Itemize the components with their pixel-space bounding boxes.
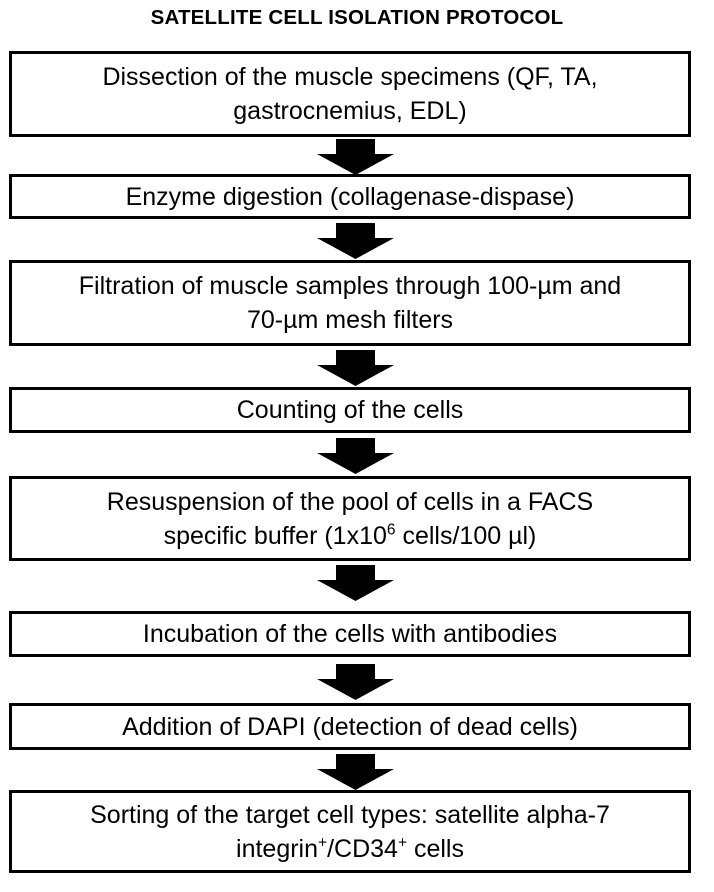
flow-node-line: gastrocnemius, EDL) <box>233 97 467 125</box>
flow-node-label: Incubation of the cells with antibodies <box>12 617 688 651</box>
page-title: SATELLITE CELL ISOLATION PROTOCOL <box>150 6 564 29</box>
down-arrow-icon <box>317 350 394 386</box>
flow-node-line-mid: /CD34 <box>327 834 398 863</box>
flow-node-line-post: cells <box>407 834 464 863</box>
down-arrow-icon <box>317 565 394 601</box>
flow-node-counting: Counting of the cells <box>9 387 691 433</box>
flow-node-enzyme-digestion: Enzyme digestion (collagenase-dispase) <box>9 174 691 219</box>
flow-node-line: specific buffer (1x106 cells/100 µl) <box>164 522 537 550</box>
flow-node-line: Addition of DAPI (detection of dead cell… <box>122 712 578 741</box>
flow-node-line: Sorting of the target cell types: satell… <box>90 800 610 829</box>
flow-node-line: integrin+/CD34+ cells <box>236 835 464 863</box>
superscript-plus: + <box>397 834 408 852</box>
flow-node-label: Addition of DAPI (detection of dead cell… <box>12 710 688 744</box>
flow-node-line: Filtration of muscle samples through 100… <box>78 272 622 300</box>
flow-node-sorting: Sorting of the target cell types: satell… <box>9 790 691 873</box>
superscript-exponent: 6 <box>386 521 396 539</box>
flow-node-line: Counting of the cells <box>236 396 464 424</box>
flow-node-line: Incubation of the cells with antibodies <box>142 620 558 648</box>
flow-node-line: Resuspension of the pool of cells in a F… <box>106 487 594 516</box>
flow-node-label: Sorting of the target cell types: satell… <box>12 798 688 866</box>
flow-node-label: Counting of the cells <box>12 393 688 427</box>
flow-node-label: Resuspension of the pool of cells in a F… <box>12 485 688 553</box>
flow-node-line-pre: integrin <box>236 834 319 863</box>
flow-node-resuspension: Resuspension of the pool of cells in a F… <box>9 476 691 561</box>
flow-node-line-pre: specific buffer (1x10 <box>163 521 387 550</box>
flow-node-label: Dissection of the muscle specimens (QF, … <box>12 60 688 128</box>
down-arrow-icon <box>317 139 394 175</box>
flow-node-dissection: Dissection of the muscle specimens (QF, … <box>9 51 691 137</box>
superscript-plus: + <box>318 834 328 852</box>
down-arrow-icon <box>317 754 394 790</box>
flow-node-line: Dissection of the muscle specimens (QF, … <box>102 63 598 91</box>
flow-node-label: Enzyme digestion (collagenase-dispase) <box>12 180 688 214</box>
flow-node-label: Filtration of muscle samples through 100… <box>12 269 688 337</box>
down-arrow-icon <box>317 438 394 474</box>
flow-node-line: Enzyme digestion (collagenase-dispase) <box>125 182 575 211</box>
flow-node-line: 70-µm mesh filters <box>246 306 454 334</box>
flow-node-incubation: Incubation of the cells with antibodies <box>9 611 691 657</box>
flow-node-line-post: cells/100 µl) <box>395 521 537 550</box>
flow-node-filtration: Filtration of muscle samples through 100… <box>9 260 691 346</box>
down-arrow-icon <box>317 223 394 259</box>
down-arrow-icon <box>317 664 394 700</box>
flow-node-dapi: Addition of DAPI (detection of dead cell… <box>9 703 691 750</box>
